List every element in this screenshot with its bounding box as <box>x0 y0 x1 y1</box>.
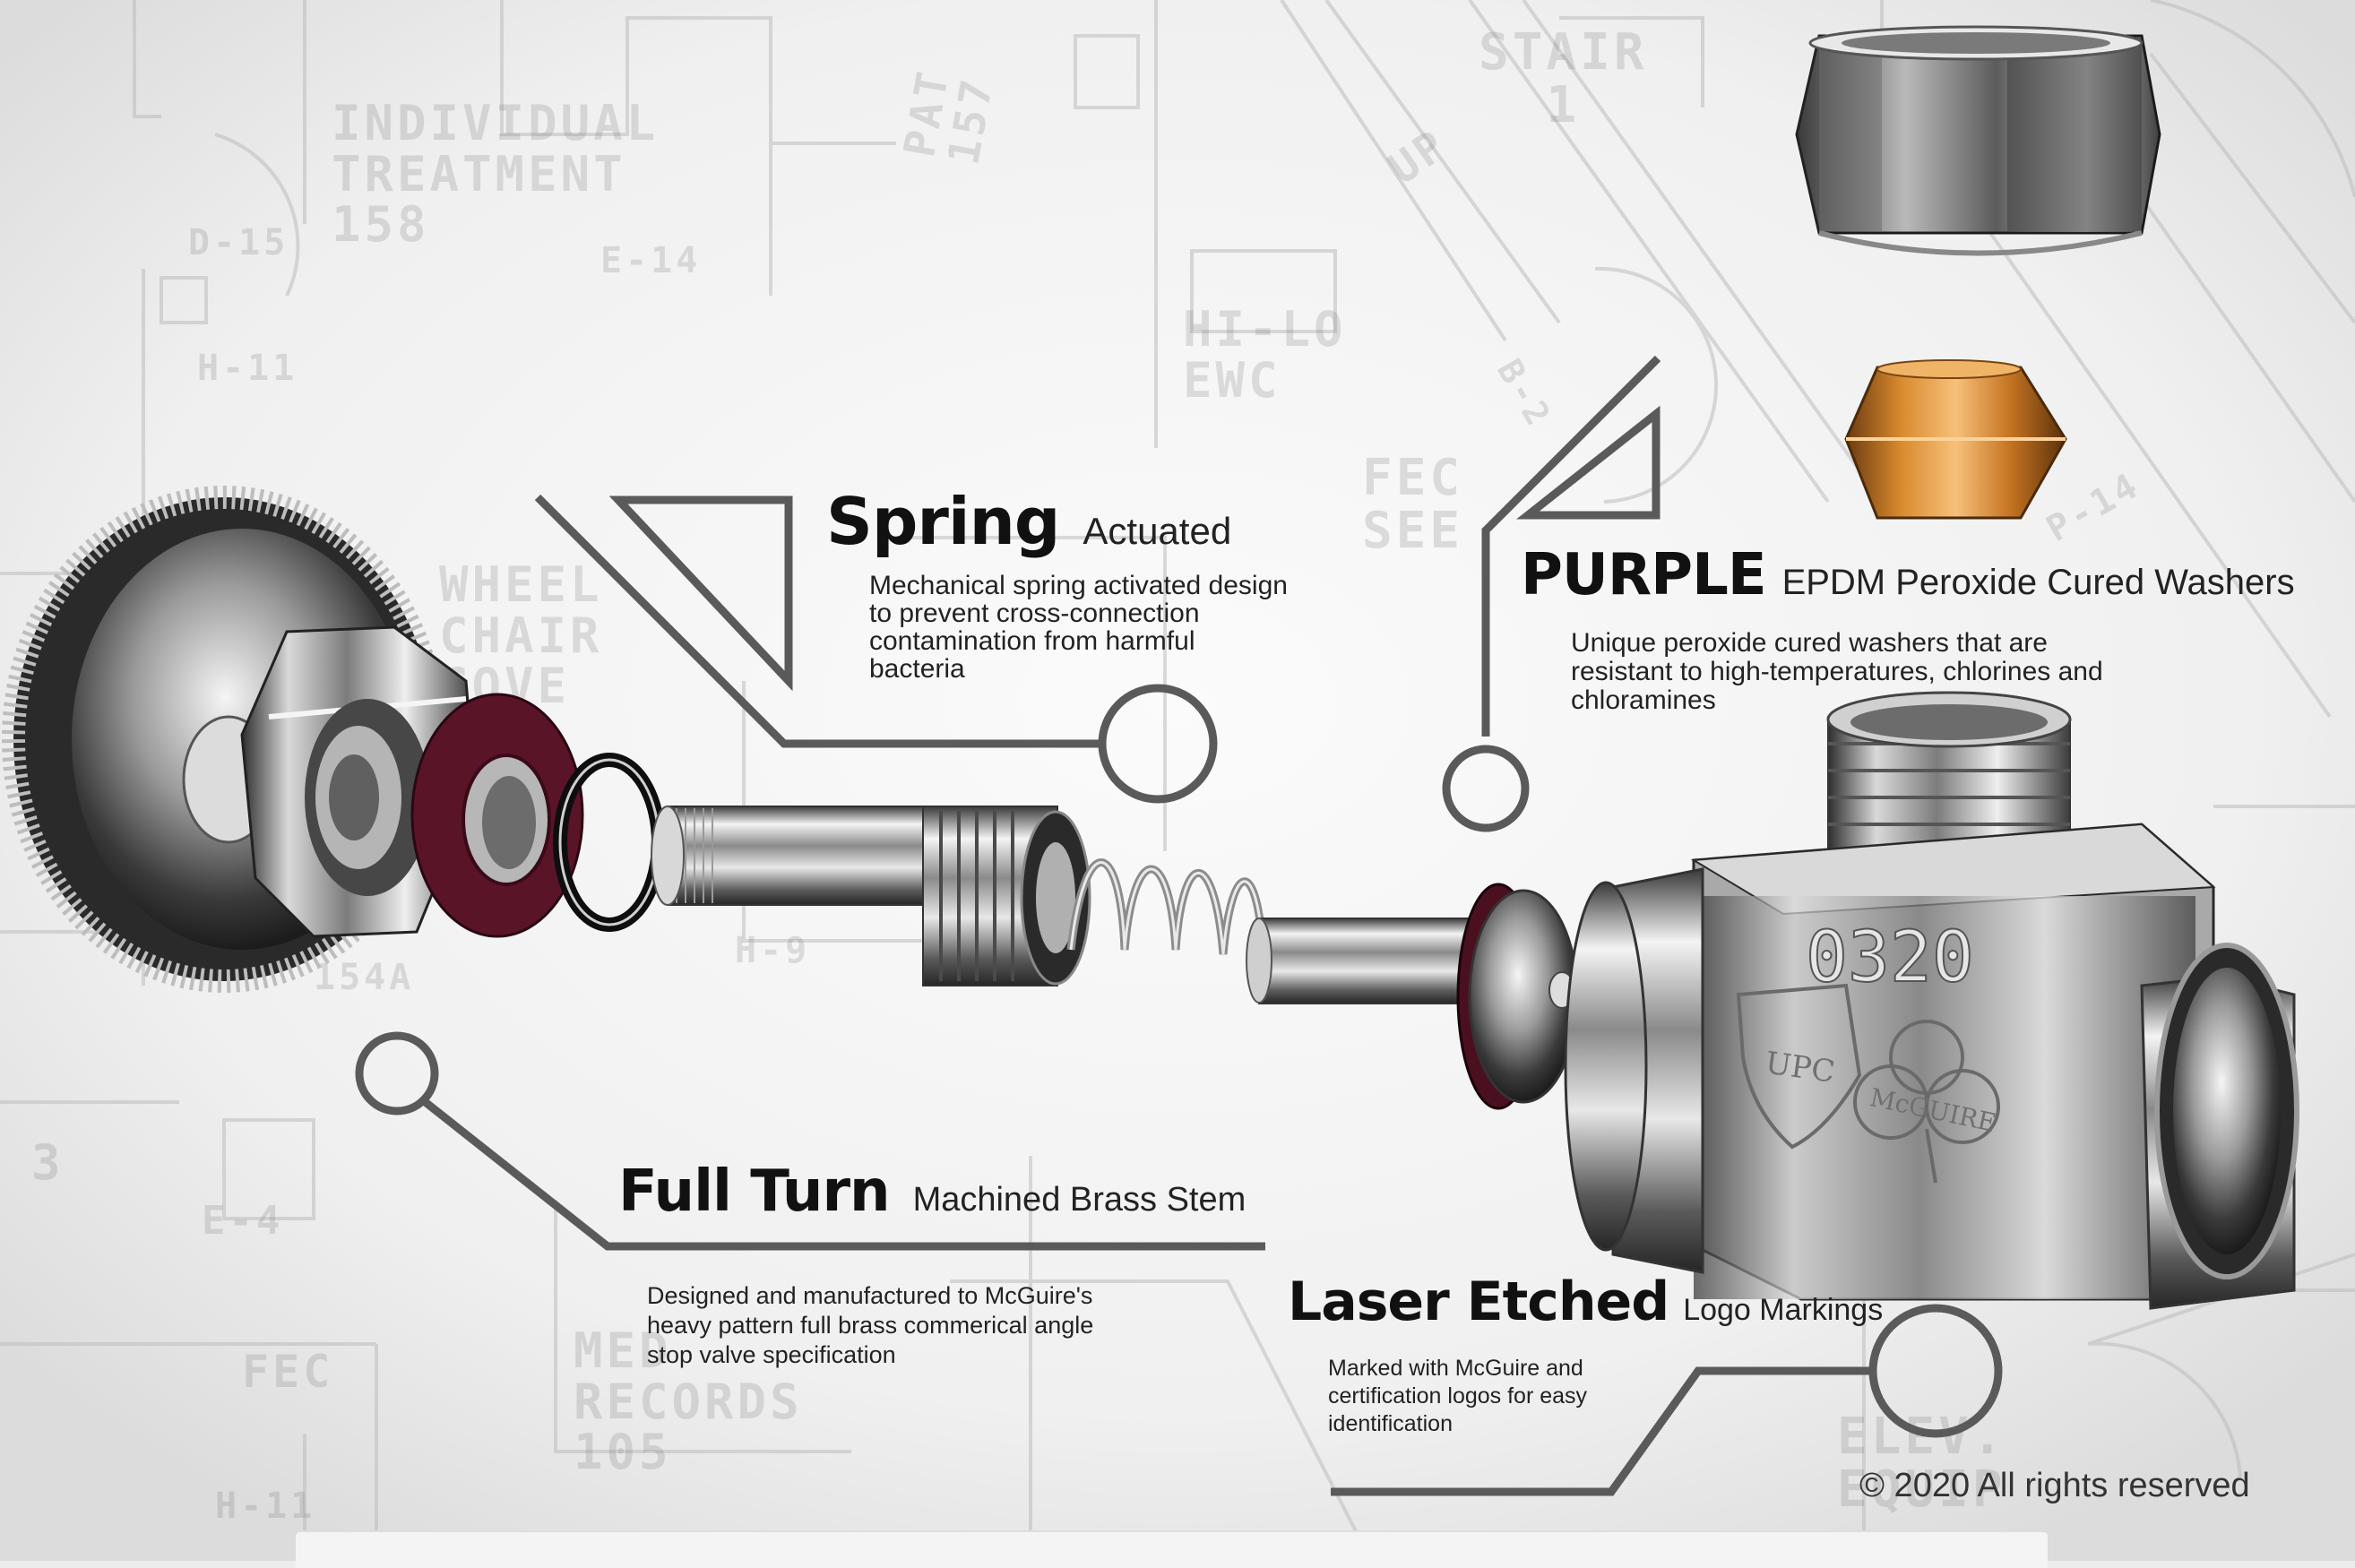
spring-callout-line <box>534 494 1100 748</box>
blueprint-label-stair: STAIR 1 <box>1479 23 1648 134</box>
full-turn-callout-node <box>355 1031 439 1116</box>
full-turn-title: Full Turn <box>618 1159 891 1225</box>
purple-title: PURPLE <box>1521 542 1767 608</box>
purple-description: Unique peroxide cured washers that are r… <box>1571 628 2103 715</box>
spring-title: Spring <box>826 484 1060 559</box>
purple-heading: PURPLE EPDM Peroxide Cured Washers <box>1521 542 2295 608</box>
spring-subtitle: Actuated <box>1083 510 1232 552</box>
full-turn-subtitle: Machined Brass Stem <box>912 1181 1247 1219</box>
spring-callout-triangle <box>608 495 793 692</box>
full-turn-heading: Full Turn Machined Brass Stem <box>618 1159 1246 1225</box>
mcguire-shamrock-logo <box>1853 1020 2000 1184</box>
spring <box>1066 858 1268 964</box>
valve-number-engraving: 0320 <box>1806 918 1974 998</box>
purple-washer-large <box>410 693 584 938</box>
compression-nut <box>1795 25 2161 256</box>
blueprint-label-med-records: MED RECORDS 105 <box>574 1322 803 1481</box>
blueprint-label-h11-top: H-11 <box>197 348 298 389</box>
footer-bar <box>296 1530 2048 1568</box>
spring-description: Mechanical spring activated design to pr… <box>869 571 1288 684</box>
upc-shield-logo <box>1736 983 1862 1150</box>
spindle-rod <box>1246 918 1484 1004</box>
laser-title: Laser Etched <box>1288 1271 1669 1333</box>
blueprint-label-e4: E-4 <box>202 1198 284 1244</box>
brass-stem <box>651 806 1091 986</box>
laser-callout-node <box>1868 1304 2003 1438</box>
blueprint-label-h11-bottom: H-11 <box>215 1486 316 1527</box>
blueprint-label-fec-bottom: FEC <box>242 1346 334 1398</box>
blueprint-label-h9: H-9 <box>735 930 811 971</box>
laser-subtitle: Logo Markings <box>1683 1293 1884 1327</box>
purple-subtitle: EPDM Peroxide Cured Washers <box>1781 563 2295 602</box>
blueprint-label-e14: E-14 <box>600 240 702 281</box>
full-turn-description: Designed and manufactured to McGuire's h… <box>647 1282 1094 1368</box>
copyright-notice: © 2020 All rights reserved <box>1859 1467 2250 1504</box>
purple-washer-small <box>1456 883 1579 1110</box>
purple-callout-triangle <box>1516 405 1661 520</box>
valve-handle <box>2 486 477 993</box>
purple-callout-line <box>1481 355 1661 737</box>
blueprint-label-3: 3 <box>31 1134 65 1191</box>
valve-body <box>1564 691 2299 1310</box>
spring-heading: Spring Actuated <box>826 484 1231 559</box>
blueprint-label-elev-equip: ELEV. EQUIP <box>1837 1408 2006 1519</box>
laser-description: Marked with McGuire and certification lo… <box>1328 1356 1588 1436</box>
blueprint-label-fec-see: FEC SEE <box>1362 449 1464 560</box>
full-turn-callout-line <box>420 1097 1265 1251</box>
laser-callout-line <box>1331 1366 1873 1496</box>
spring-callout-node <box>1098 684 1218 804</box>
blueprint-label-d15: D-15 <box>188 222 289 263</box>
laser-heading: Laser Etched Logo Markings <box>1288 1271 1883 1333</box>
blueprint-label-individual-treatment: INDIVIDUAL TREATMENT 158 <box>332 95 660 254</box>
purple-callout-node <box>1442 745 1530 832</box>
brass-ferrule <box>1844 359 2067 520</box>
blueprint-label-hi-lo-ewc: HI-LO EWC <box>1183 301 1347 409</box>
blueprint-label-154a: 154A <box>314 957 415 998</box>
